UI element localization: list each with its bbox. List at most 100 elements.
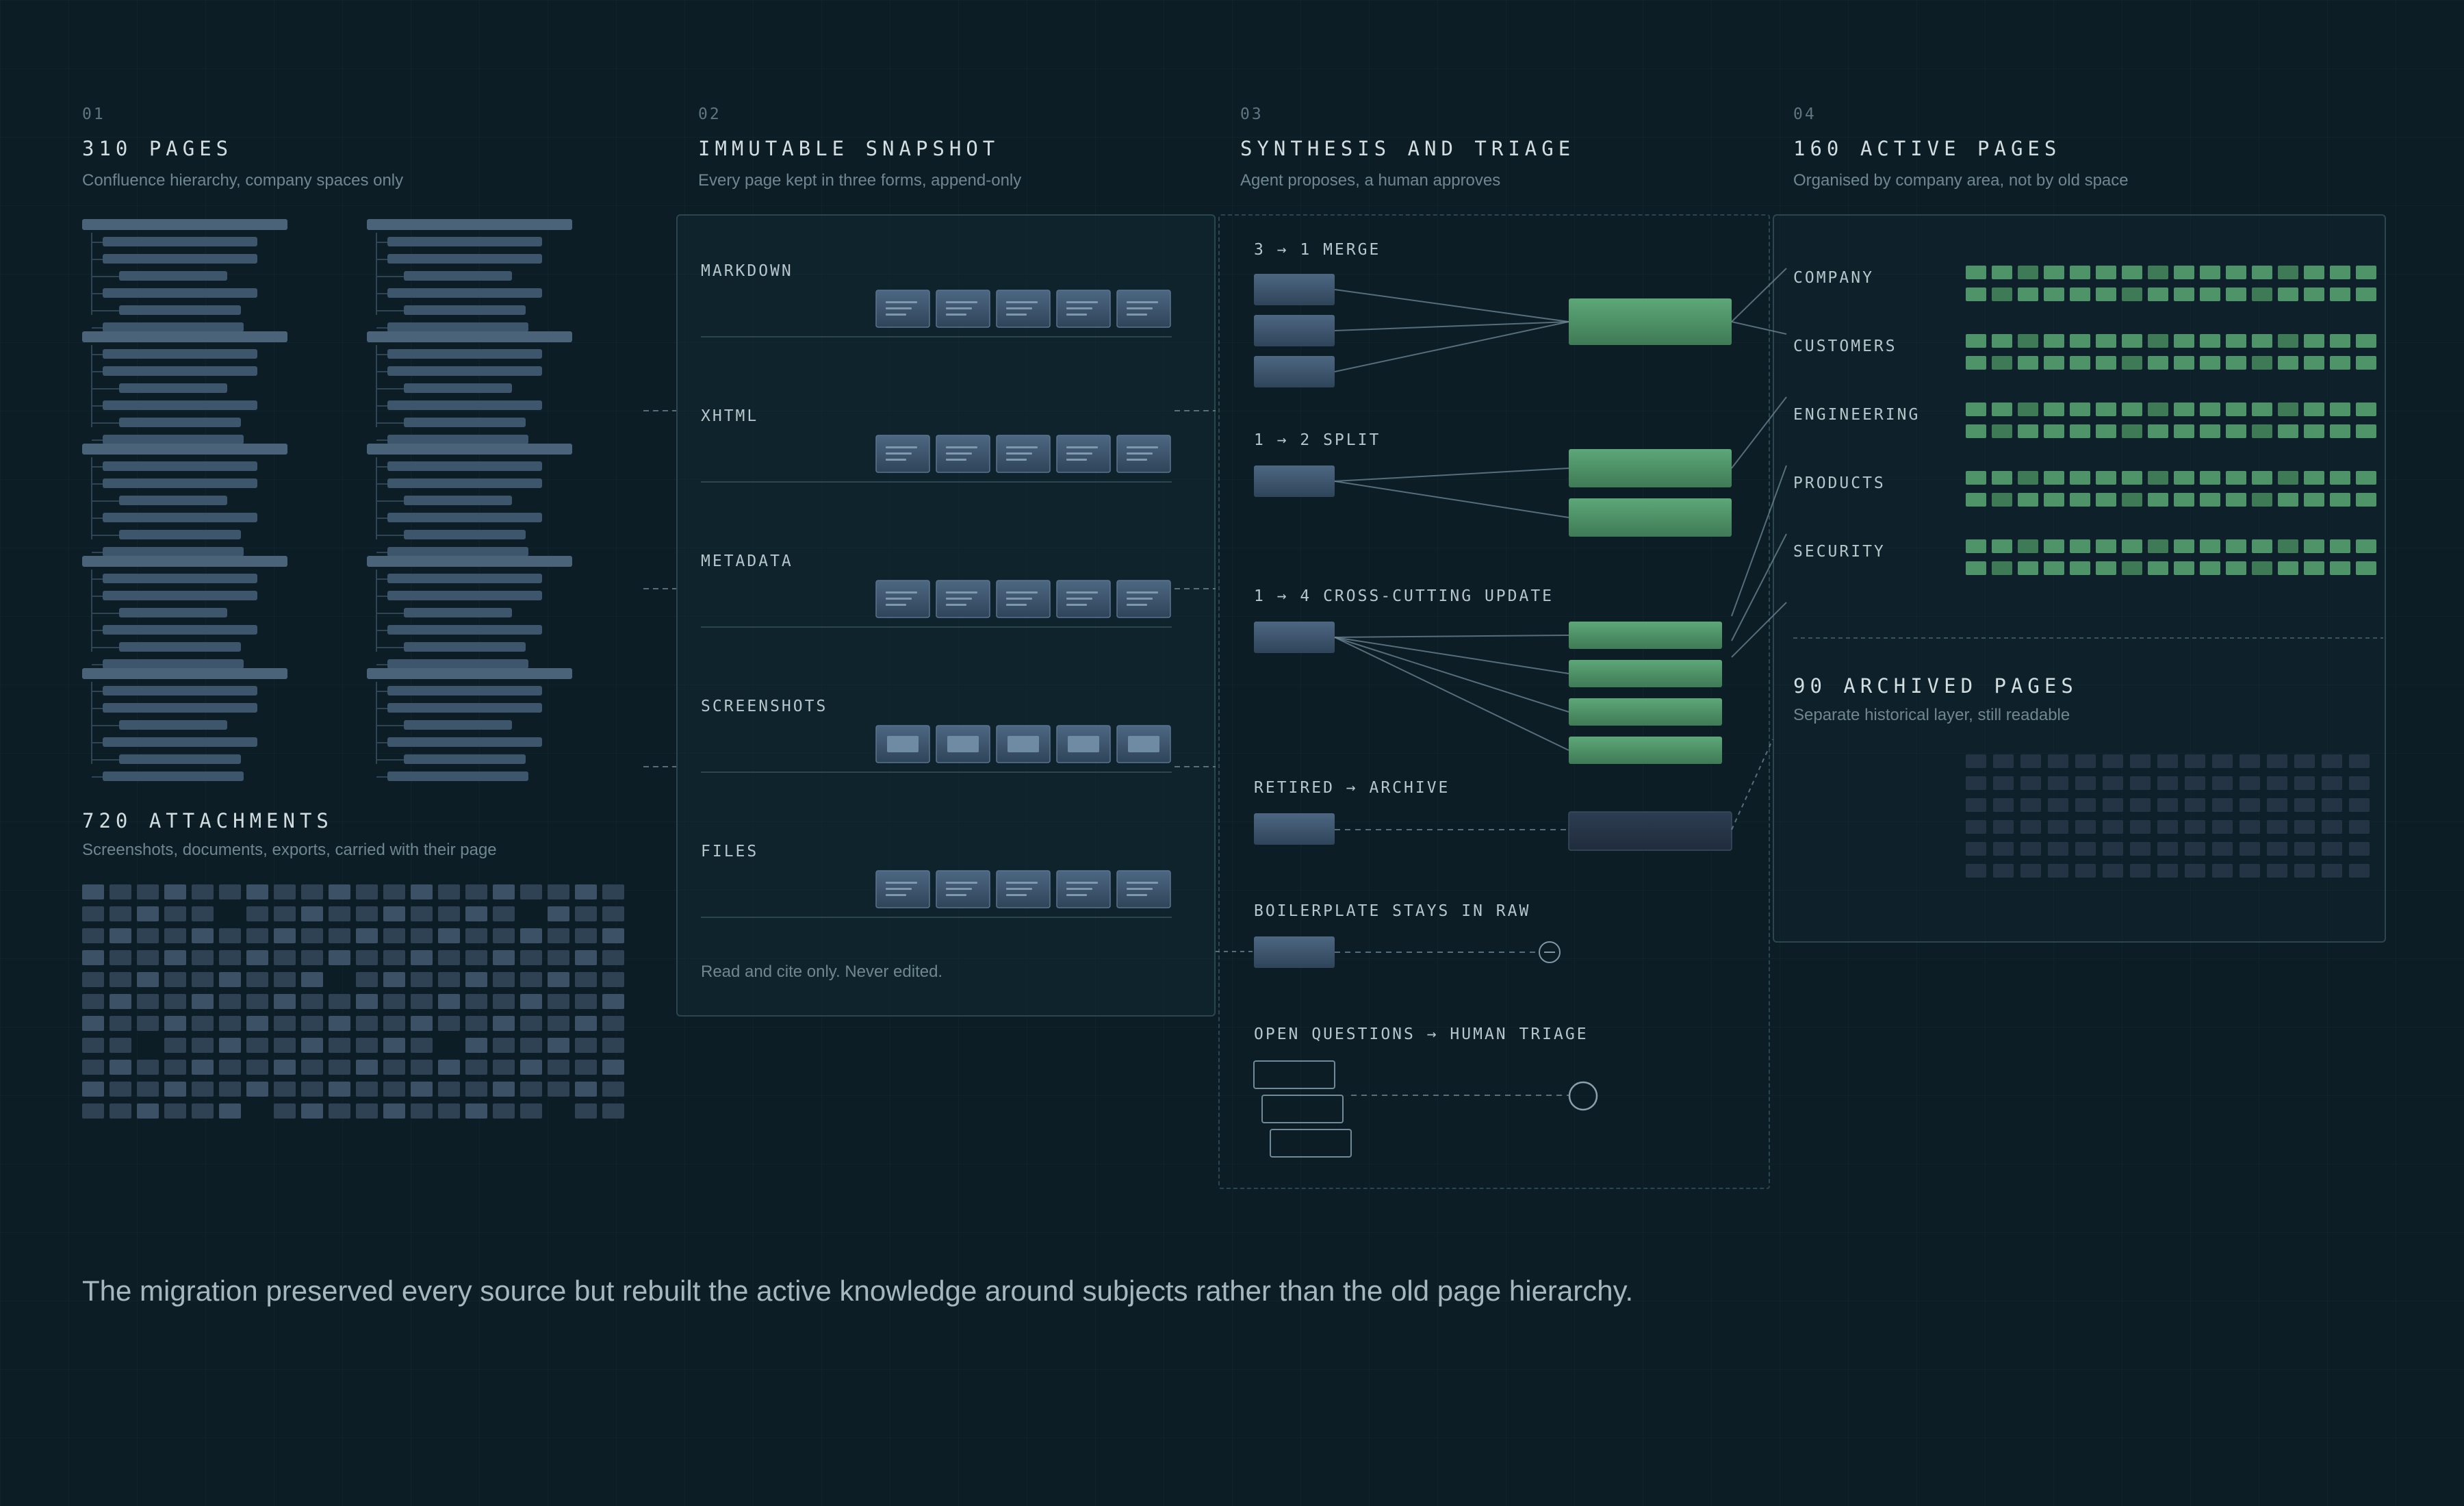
archived-page-tile [2048, 864, 2068, 878]
tree-node-bar [387, 625, 542, 635]
attachment-thumb [575, 1103, 597, 1119]
active-page-tile [2304, 266, 2324, 279]
cross-result-page [1569, 698, 1722, 726]
attachment-thumb [192, 994, 214, 1009]
split-link [1334, 481, 1569, 518]
col2-title: IMMUTABLE SNAPSHOT [698, 137, 1000, 160]
attachment-thumb [548, 928, 569, 943]
attachment-thumb [602, 884, 624, 899]
doc-line-glyph [946, 314, 966, 316]
active-page-tile [2330, 266, 2350, 279]
attachment-thumb [329, 884, 350, 899]
archived-page-tile [2157, 842, 2178, 856]
attachment-thumb [356, 1082, 378, 1097]
tree-root-bar [367, 444, 572, 455]
attachment-thumb [164, 1103, 186, 1119]
active-page-tile [2070, 403, 2090, 416]
attachment-thumb [137, 1082, 159, 1097]
archived-page-tile [2294, 864, 2315, 878]
col4-subtitle: Organised by company area, not by old sp… [1793, 171, 2129, 190]
archived-page-tile [1966, 798, 1986, 812]
col4-step: 04 [1793, 105, 1817, 123]
active-page-tile [2330, 403, 2350, 416]
active-page-tile [1992, 424, 2012, 438]
doc-line-glyph [886, 591, 917, 594]
attachment-thumb [438, 994, 460, 1009]
archived-page-tile [2267, 842, 2287, 856]
active-page-tile [1966, 266, 1986, 279]
active-page-tile [1966, 493, 1986, 507]
attachment-thumb [164, 972, 186, 987]
snapshot-note: Read and cite only. Never edited. [701, 962, 943, 981]
archived-page-tile [2267, 864, 2287, 878]
attachment-thumb [110, 950, 131, 965]
doc-line-glyph [1006, 604, 1027, 606]
tree-node-bar [103, 400, 257, 410]
attachment-thumb [438, 1060, 460, 1075]
active-page-tile [2278, 539, 2298, 553]
active-page-tile [1992, 356, 2012, 370]
doc-line-glyph [1066, 314, 1087, 316]
archived-page-tile [2075, 754, 2096, 768]
active-page-tile [2278, 561, 2298, 575]
col2-step: 02 [698, 105, 721, 123]
doc-line-glyph [1006, 314, 1027, 316]
attachment-thumb [82, 950, 104, 965]
active-page-tile [2226, 471, 2246, 485]
active-page-tile [1966, 356, 1986, 370]
screenshot-glyph [887, 736, 919, 752]
archived-page-tile [2130, 864, 2151, 878]
active-page-tile [2070, 471, 2090, 485]
tree-node-bar [103, 461, 257, 471]
archived-page-tile [2157, 820, 2178, 834]
attachment-thumb [411, 1016, 433, 1031]
active-page-tile [2252, 493, 2272, 507]
tree-node-bar [387, 659, 528, 669]
snapshot-row-xhtml: XHTML [701, 407, 759, 425]
active-page-tile [2226, 288, 2246, 301]
active-page-tile [2018, 561, 2038, 575]
archived-page-tile [2157, 864, 2178, 878]
active-page-tile [2278, 334, 2298, 348]
area-link [1731, 321, 1787, 335]
attachment-thumb [520, 928, 542, 943]
doc-line-glyph [1066, 452, 1092, 455]
active-page-tile [2330, 493, 2350, 507]
attachment-thumb [438, 972, 460, 987]
attachment-thumb [548, 884, 569, 899]
tree-node-bar [103, 478, 257, 488]
attachment-thumb [82, 1060, 104, 1075]
screenshot-glyph [947, 736, 979, 752]
active-page-tile [2304, 288, 2324, 301]
attachment-thumb [465, 906, 487, 921]
attachment-thumb [164, 1038, 186, 1053]
active-page-tile [2018, 471, 2038, 485]
attachment-thumb [137, 1060, 159, 1075]
archived-page-tile [2240, 864, 2260, 878]
attachment-thumb [356, 1060, 378, 1075]
archived-page-tile [2267, 798, 2287, 812]
doc-line-glyph [886, 882, 917, 884]
attachment-thumb [383, 994, 405, 1009]
archived-page-tile [2075, 864, 2096, 878]
doc-line-glyph [1127, 598, 1153, 600]
tree-node-bar [387, 349, 542, 359]
tree-node-bar [404, 271, 512, 281]
active-page-tile [2018, 334, 2038, 348]
archived-page-tile [2240, 842, 2260, 856]
attachment-thumb [110, 1082, 131, 1097]
attachment-thumb [520, 972, 542, 987]
attachment-thumb [493, 1060, 515, 1075]
merge-label: 3 → 1 MERGE [1254, 241, 1381, 259]
attachment-thumb [329, 1038, 350, 1053]
cross-link [1334, 635, 1569, 638]
tree-node-bar [119, 608, 227, 617]
attachment-thumb [520, 1103, 542, 1119]
tree-node-bar [103, 322, 244, 332]
tree-node-bar [119, 642, 241, 652]
archived-page-tile [2130, 798, 2151, 812]
attachment-thumb [246, 950, 268, 965]
archived-page-tile [2048, 820, 2068, 834]
tree-root-bar [367, 331, 572, 342]
attachment-thumb [110, 994, 131, 1009]
